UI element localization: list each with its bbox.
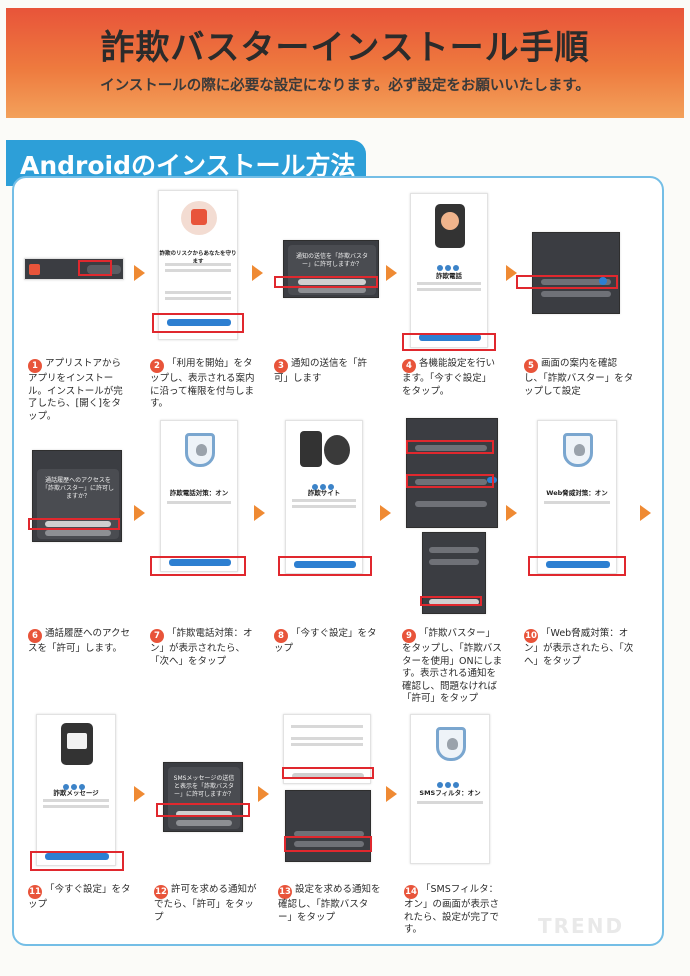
step9-highlight-a — [406, 440, 494, 454]
step12-dialog-text: SMSメッセージの送信と表示を「詐欺バスター」に許可しますか？ — [173, 775, 235, 798]
step5-screenshot — [532, 232, 620, 314]
step3-screenshot: 通知の送信を「詐欺バスター」に許可しますか？ — [283, 240, 379, 298]
arrow-1-2 — [134, 265, 145, 281]
step-10-caption: 10「Web脅威対策：オン」が表示されたら、「次へ」をタップ — [524, 628, 634, 667]
shield-icon — [436, 727, 466, 761]
step8-screen-title: 詐欺サイト — [307, 489, 341, 497]
step9-highlight-b — [406, 474, 494, 488]
step9-highlight-c — [420, 596, 482, 606]
step2-screen-title: 詐欺のリスクからあなたを守ります — [159, 251, 237, 265]
step10-highlight — [528, 556, 626, 576]
arrow-11-12 — [134, 786, 145, 802]
app-icon — [29, 264, 40, 275]
setup-now-button — [419, 334, 481, 341]
step3-highlight — [274, 276, 378, 288]
phone-illustration — [300, 431, 322, 467]
step-7-caption: 7「詐欺電話対策：オン」が表示されたら、「次へ」をタップ — [150, 628, 253, 667]
caller-icon — [441, 212, 459, 230]
shield-icon — [185, 433, 215, 467]
header-banner: 詐欺バスターインストール手順 インストールの際に必要な設定になります。必ず設定を… — [6, 8, 684, 118]
step13-highlight-a — [282, 767, 374, 779]
setup-now-button — [294, 561, 356, 568]
start-button — [167, 319, 231, 326]
hacker-icon — [324, 435, 350, 465]
step13-screenshot-a — [283, 714, 371, 784]
step4-screenshot: 詐欺電話 — [410, 193, 488, 348]
arrow-4-5 — [506, 265, 517, 281]
allow-button — [429, 599, 479, 605]
open-button — [87, 265, 121, 274]
step10-screen-title: Web脅威対策：オン — [546, 489, 608, 497]
arrow-13-14 — [386, 786, 397, 802]
step6-dialog-text: 通話履歴へのアクセスを「詐欺バスター」に許可しますか？ — [41, 477, 114, 500]
arrow-9-10 — [506, 505, 517, 521]
logo-icon — [191, 209, 207, 225]
step7-screen-title: 詐欺電話対策：オン — [169, 489, 229, 497]
step-11-caption: 11「今すぐ設定」をタップ — [28, 884, 131, 910]
page-subtitle: インストールの際に必要な設定になります。必ず設定をお願いいたします。 — [100, 78, 590, 94]
step14-screen-title: SMSフィルタ：オン — [419, 789, 481, 797]
deny-button — [298, 287, 366, 293]
step-9-caption: 9「詐欺バスター」をタップし、「詐欺バスターを使用」ONにします。表示される通知… — [402, 628, 503, 704]
step13-highlight-b — [284, 836, 372, 852]
allow-button — [298, 279, 366, 285]
next-button — [546, 561, 610, 568]
setup-now-button — [45, 853, 109, 860]
deny-button — [176, 820, 232, 826]
step6-highlight — [28, 518, 120, 530]
next-button — [169, 559, 231, 566]
step11-highlight — [30, 851, 124, 871]
step9-screenshot-a — [406, 418, 498, 528]
step7-screenshot: 詐欺電話対策：オン — [160, 420, 238, 572]
step4-highlight — [402, 333, 496, 351]
arrow-7-8 — [254, 505, 265, 521]
shield-icon — [563, 433, 593, 467]
step11-screenshot: 詐欺メッセージ — [36, 714, 116, 866]
step14-screenshot: SMSフィルタ：オン — [410, 714, 490, 864]
trend-watermark: TREND — [538, 914, 625, 938]
arrow-2-3 — [252, 265, 263, 281]
message-icon — [67, 733, 87, 749]
step6-screenshot: 通話履歴へのアクセスを「詐欺バスター」に許可しますか？ — [32, 450, 122, 542]
step8-screenshot: 詐欺サイト — [285, 420, 363, 574]
arrow-12-13 — [258, 786, 269, 802]
step5-highlight — [516, 275, 618, 289]
step8-highlight — [278, 556, 372, 576]
option-row — [541, 291, 611, 297]
allow-button — [45, 521, 111, 527]
step1-highlight — [78, 260, 112, 276]
step9-screenshot-b — [422, 532, 486, 614]
deny-button — [45, 530, 111, 536]
step-14-caption: 14「SMSフィルタ：オン」の画面が表示されたら、設定が完了です。 — [404, 884, 500, 935]
step12-highlight — [156, 803, 250, 817]
arrow-8-9 — [380, 505, 391, 521]
option-row — [541, 279, 611, 285]
step-8-caption: 8「今すぐ設定」をタップ — [274, 628, 377, 654]
step10-screenshot: Web脅威対策：オン — [537, 420, 617, 574]
page-title: 詐欺バスターインストール手順 — [100, 28, 590, 68]
step2-highlight — [152, 313, 244, 333]
step2-screenshot: 詐欺のリスクからあなたを守ります — [158, 190, 238, 340]
step3-dialog-text: 通知の送信を「詐欺バスター」に許可しますか？ — [295, 253, 368, 268]
step-2-caption: 2「利用を開始」をタップし、表示される案内に沿って権限を付与します。 — [150, 358, 255, 409]
radio-icon — [599, 277, 607, 285]
section-title: Androidのインストール方法 — [20, 151, 356, 180]
arrow-3-4 — [386, 265, 397, 281]
step7-highlight — [150, 556, 246, 576]
step11-screen-title: 詐欺メッセージ — [53, 789, 99, 797]
allow-button — [176, 811, 232, 817]
arrow-6-7 — [134, 505, 145, 521]
arrow-10-next — [640, 505, 651, 521]
step12-screenshot: SMSメッセージの送信と表示を「詐欺バスター」に許可しますか？ — [163, 762, 243, 832]
step4-screen-title: 詐欺電話 — [436, 272, 462, 280]
